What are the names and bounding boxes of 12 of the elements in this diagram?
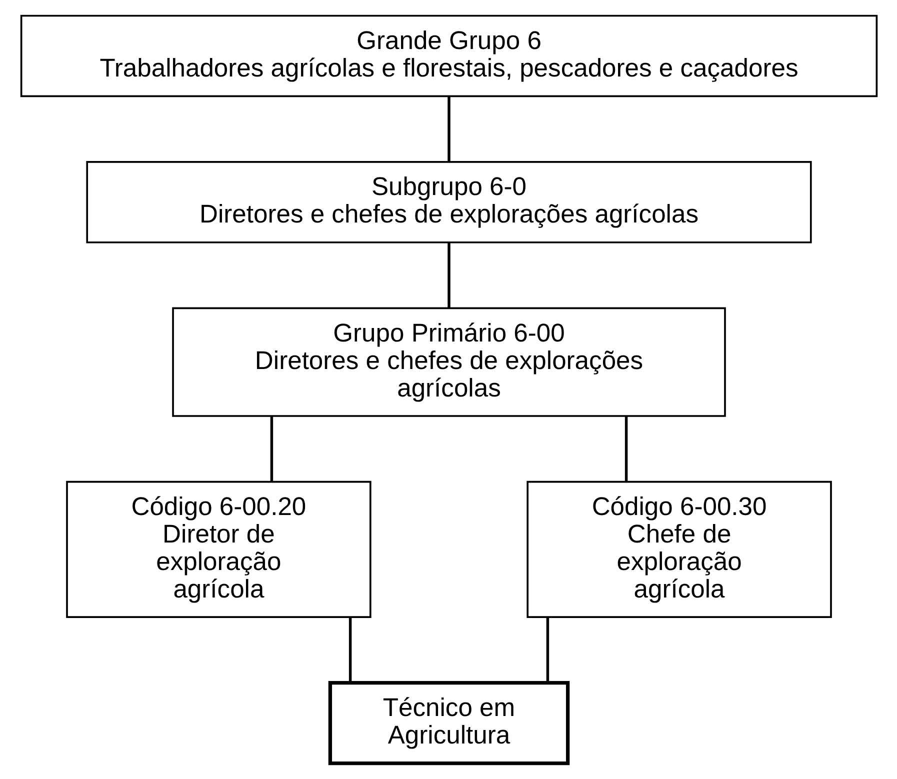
node-box: Técnico em Agricultura <box>328 681 570 766</box>
node-box: Grande Grupo 6 Trabalhadores agrícolas e florestais, pescadores e caçadores <box>20 14 878 98</box>
connector <box>348 617 352 682</box>
connector <box>624 416 628 482</box>
node-box: Subgrupo 6-0 Diretores e chefes de explorações agrícolas <box>86 161 812 244</box>
connector <box>546 617 549 682</box>
node-box: Código 6-00.30 Chefe de exploração agrícola <box>526 480 832 618</box>
node-box: Código 6-00.20 Diretor de exploração agrícola <box>66 480 371 618</box>
connector <box>447 242 450 308</box>
connector <box>270 416 273 482</box>
connector <box>447 96 450 162</box>
node-box: Grupo Primário 6-00 Diretores e chefes de explorações agrícolas <box>172 307 726 417</box>
